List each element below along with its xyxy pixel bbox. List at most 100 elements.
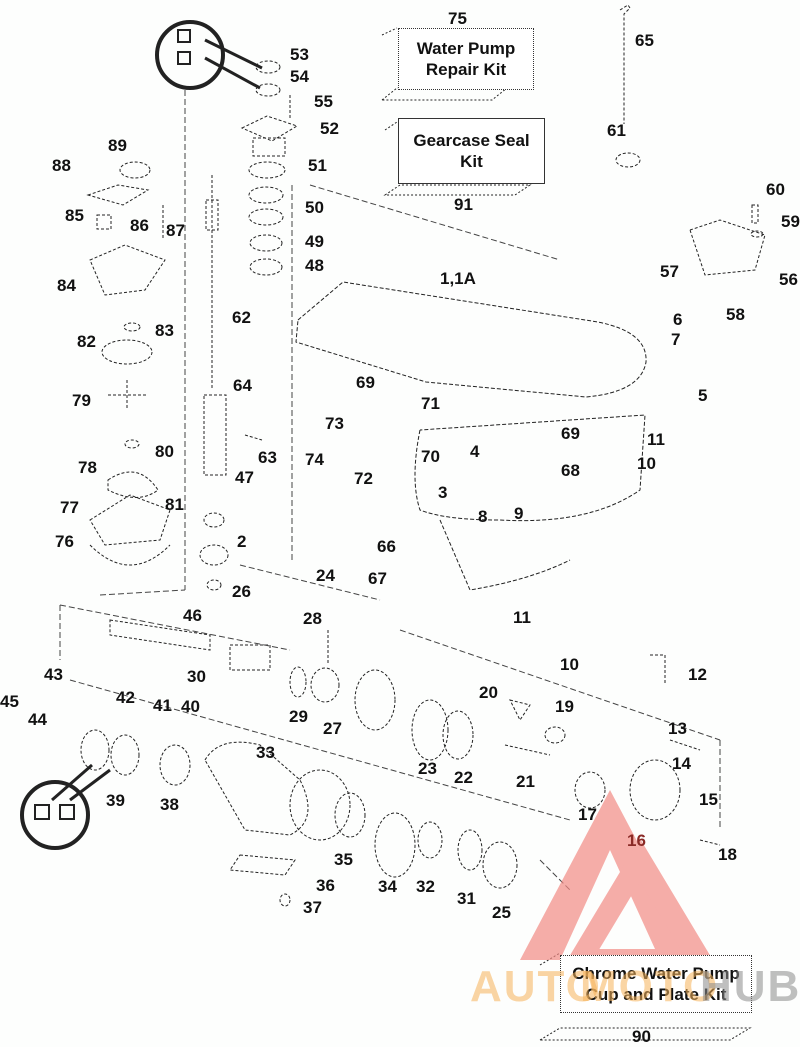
callout-61: 61 — [607, 121, 626, 140]
callout-70: 70 — [421, 447, 440, 466]
callout-41: 41 — [153, 696, 172, 715]
callout-36: 36 — [316, 876, 335, 895]
kit-label: Water Pump Repair Kit — [416, 38, 516, 79]
callout-86: 86 — [130, 216, 149, 235]
callout-37: 37 — [303, 898, 322, 917]
callout-11b: 11 — [513, 608, 531, 627]
callout-51: 51 — [308, 156, 327, 175]
callout-66: 66 — [377, 537, 396, 556]
watermark-text-auto: AUTO — [470, 962, 602, 1011]
callout-69b: 69 — [561, 424, 580, 443]
callout-73: 73 — [325, 414, 344, 433]
callout-58: 58 — [726, 305, 745, 324]
kit-label: Gearcase Seal Kit — [413, 130, 530, 171]
callout-35: 35 — [334, 850, 353, 869]
callout-19: 19 — [555, 697, 574, 716]
callout-20: 20 — [479, 683, 498, 702]
callout-23: 23 — [418, 759, 437, 778]
callout-30: 30 — [187, 667, 206, 686]
callout-55: 55 — [314, 92, 333, 111]
callout-15: 15 — [699, 790, 718, 809]
callout-31: 31 — [457, 889, 476, 908]
callout-1-1a: 1,1A — [440, 269, 476, 288]
callout-71: 71 — [421, 394, 440, 413]
callout-82: 82 — [77, 332, 96, 351]
callout-10b: 10 — [560, 655, 579, 674]
water-pump-parts — [86, 60, 299, 566]
callout-54: 54 — [290, 67, 309, 86]
callout-49: 49 — [305, 232, 324, 251]
callout-64: 64 — [233, 376, 252, 395]
callout-44: 44 — [28, 710, 47, 729]
callout-80: 80 — [155, 442, 174, 461]
callout-52: 52 — [320, 119, 339, 138]
callout-57: 57 — [660, 262, 679, 281]
callout-21: 21 — [516, 772, 535, 791]
callout-69: 69 — [356, 373, 375, 392]
callout-25: 25 — [492, 903, 511, 922]
callout-74: 74 — [305, 450, 324, 469]
kit-box-edges — [380, 27, 752, 1041]
callout-14: 14 — [672, 754, 691, 773]
callout-62: 62 — [232, 308, 251, 327]
callout-87: 87 — [166, 221, 185, 240]
callout-47: 47 — [235, 468, 254, 487]
callout-7: 7 — [671, 330, 681, 349]
callout-72: 72 — [354, 469, 373, 488]
callout-13: 13 — [668, 719, 687, 738]
callout-53: 53 — [290, 45, 309, 64]
kit-number-gearcase-seal: 91 — [454, 195, 473, 214]
seal-orientation-detail-bottom — [20, 763, 111, 850]
watermark-text-moto: MOTO — [580, 962, 720, 1011]
kit-number-chrome-water-pump: 90 — [632, 1027, 651, 1046]
callout-5: 5 — [698, 386, 708, 405]
callout-50: 50 — [305, 198, 324, 217]
callout-46: 46 — [183, 606, 202, 625]
callout-34: 34 — [378, 877, 397, 896]
callout-22: 22 — [454, 768, 473, 787]
callout-2: 2 — [237, 532, 247, 551]
propshaft-gear-parts — [80, 619, 721, 907]
kit-box-chrome-water-pump: Chrome Water Pump Cup and Plate Kit — [560, 955, 752, 1013]
callout-28: 28 — [303, 609, 322, 628]
callout-8: 8 — [478, 507, 488, 526]
callout-32: 32 — [416, 877, 435, 896]
callout-6: 6 — [673, 310, 683, 329]
callout-88: 88 — [52, 156, 71, 175]
callout-85: 85 — [65, 206, 84, 225]
callout-16: 16 — [627, 831, 646, 850]
callout-77: 77 — [60, 498, 79, 517]
callout-67: 67 — [368, 569, 387, 588]
shift-rod-parts — [615, 4, 766, 276]
callout-4: 4 — [470, 442, 480, 461]
callout-11: 11 — [647, 430, 665, 449]
callout-38: 38 — [160, 795, 179, 814]
callout-18: 18 — [718, 845, 737, 864]
callout-3: 3 — [438, 483, 448, 502]
callout-83: 83 — [155, 321, 174, 340]
callout-39: 39 — [106, 791, 125, 810]
watermark-logo — [520, 790, 720, 971]
callout-24: 24 — [316, 566, 335, 585]
callout-27: 27 — [323, 719, 342, 738]
callout-26: 26 — [232, 582, 251, 601]
callout-56: 56 — [779, 270, 798, 289]
callout-81: 81 — [165, 495, 184, 514]
callout-17: 17 — [578, 805, 597, 824]
callout-68: 68 — [561, 461, 580, 480]
kit-box-gearcase-seal: Gearcase Seal Kit — [398, 118, 545, 184]
callout-79: 79 — [72, 391, 91, 410]
callout-84: 84 — [57, 276, 76, 295]
callout-42: 42 — [116, 688, 135, 707]
callout-76: 76 — [55, 532, 74, 551]
callout-89: 89 — [108, 136, 127, 155]
alignment-lines — [59, 90, 721, 891]
watermark-text-hub: HUB — [700, 962, 800, 1011]
callout-40: 40 — [181, 697, 200, 716]
callout-12: 12 — [688, 665, 707, 684]
callout-60: 60 — [766, 180, 785, 199]
callout-78: 78 — [78, 458, 97, 477]
callout-43: 43 — [44, 665, 63, 684]
callout-63: 63 — [258, 448, 277, 467]
callout-9: 9 — [514, 504, 524, 523]
